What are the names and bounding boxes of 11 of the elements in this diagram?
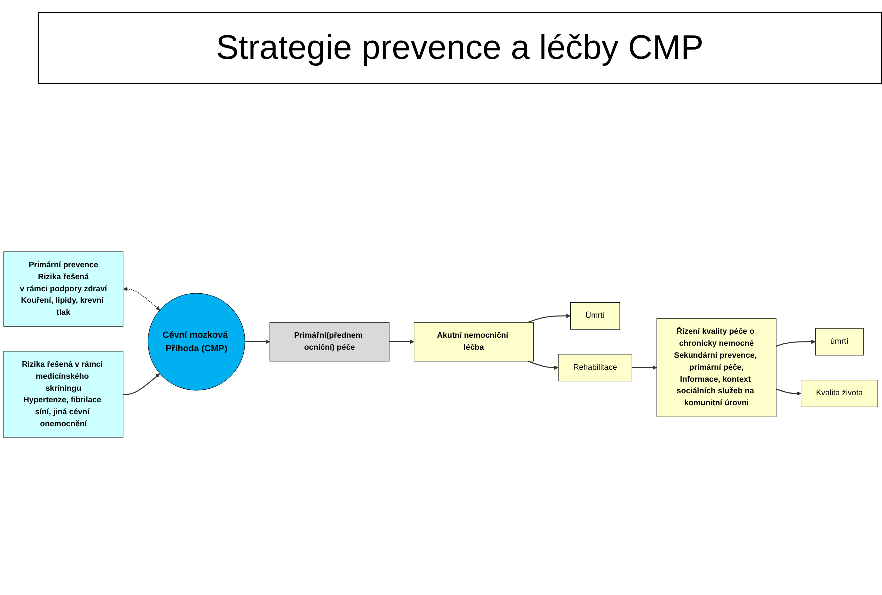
diagram-title: Strategie prevence a léčby CMP: [216, 28, 704, 68]
arrow: [528, 360, 559, 370]
arrow: [776, 340, 816, 347]
arrow: [123, 287, 160, 310]
arrow: [776, 388, 802, 396]
arrow: [244, 340, 270, 344]
arrow: [122, 374, 160, 396]
node-circle: Cévní mozková Příhoda (CMP): [148, 293, 246, 391]
arrow: [632, 366, 658, 370]
arrow: [528, 314, 571, 324]
arrow: [388, 340, 414, 344]
